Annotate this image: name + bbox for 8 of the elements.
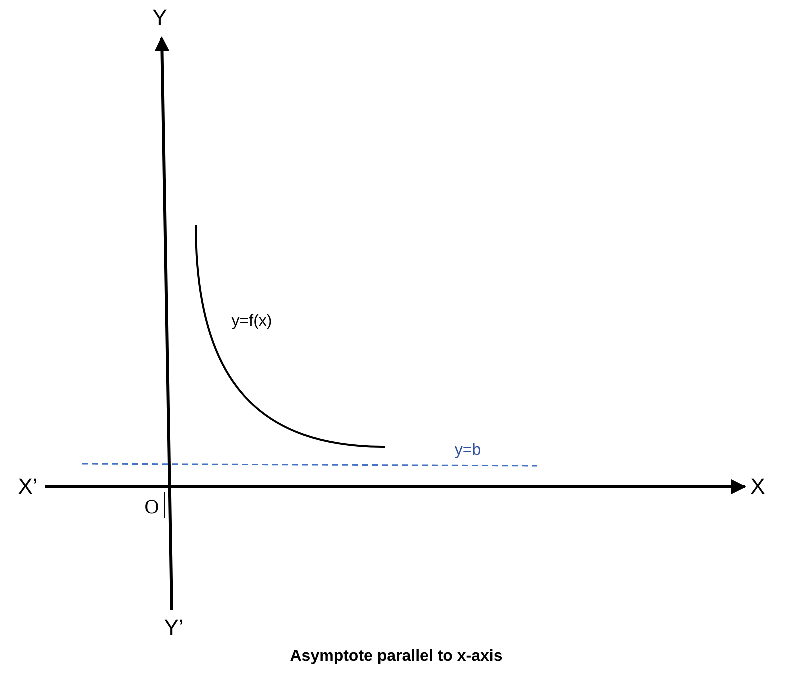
axis-label: X (750, 474, 766, 500)
axis-label: Y’ (164, 615, 184, 641)
curve-label: y=f(x) (232, 313, 272, 331)
asymptote-label: y=b (454, 442, 482, 460)
axis-label: X’ (18, 474, 38, 500)
caption: Asymptote parallel to x-axis (289, 648, 504, 666)
origin-label: O (144, 496, 160, 520)
axis-label: Y (152, 5, 168, 31)
